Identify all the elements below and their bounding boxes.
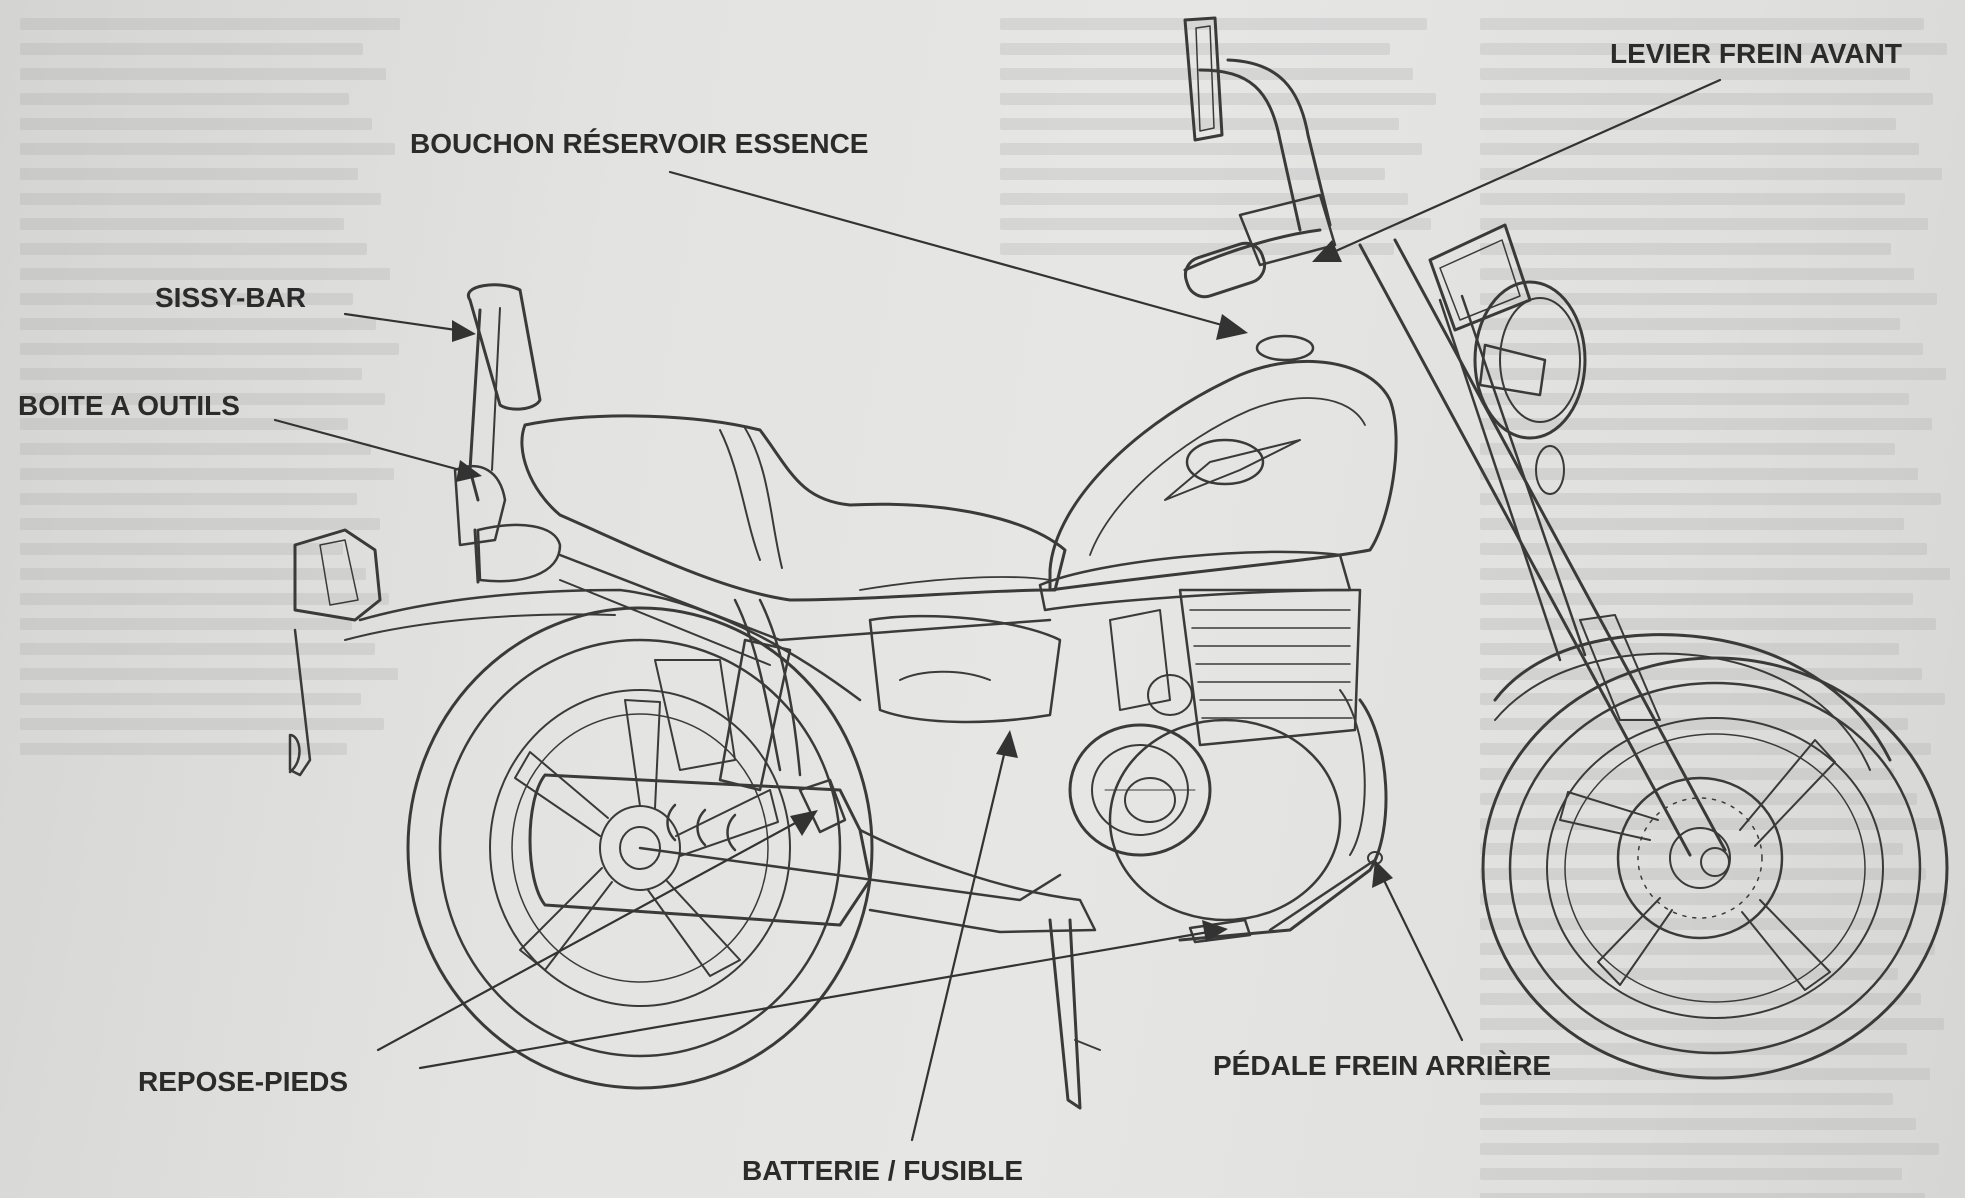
ghost-line bbox=[20, 218, 344, 230]
ghost-line bbox=[1480, 343, 1923, 355]
ghost-line bbox=[20, 318, 376, 330]
ghost-line bbox=[1480, 1068, 1930, 1080]
ghost-line bbox=[20, 743, 347, 755]
ghost-line bbox=[1480, 1118, 1916, 1130]
label-front-brake-lever: LEVIER FREIN AVANT bbox=[1610, 38, 1902, 69]
ghost-line bbox=[1480, 443, 1895, 455]
label-tool-box: BOITE A OUTILS bbox=[18, 390, 240, 421]
ghost-line bbox=[1480, 318, 1900, 330]
ghost-line bbox=[1480, 993, 1921, 1005]
ghost-line bbox=[1480, 43, 1947, 55]
ghost-line bbox=[20, 493, 357, 505]
ghost-line bbox=[20, 143, 395, 155]
ghost-line bbox=[20, 368, 362, 380]
engine bbox=[1048, 588, 1388, 1110]
ghost-line bbox=[1480, 1143, 1939, 1155]
ghost-line bbox=[1000, 43, 1390, 55]
ghost-line bbox=[1480, 368, 1946, 380]
ghost-line bbox=[20, 718, 384, 730]
ghost-line bbox=[1480, 918, 1912, 930]
label-sissy-bar: SISSY-BAR bbox=[155, 282, 306, 313]
ghost-line bbox=[1480, 743, 1931, 755]
ghost-line bbox=[1480, 568, 1950, 580]
exhaust bbox=[528, 773, 1097, 934]
fuel-tank bbox=[1038, 334, 1398, 612]
ghost-line bbox=[1480, 543, 1927, 555]
ghost-line bbox=[20, 193, 381, 205]
ghost-line bbox=[1480, 418, 1932, 430]
ghost-line bbox=[1480, 168, 1942, 180]
ghost-line bbox=[20, 268, 390, 280]
ghost-line bbox=[1480, 68, 1910, 80]
ghost-line bbox=[20, 568, 366, 580]
frame bbox=[558, 553, 1062, 902]
ghost-line bbox=[20, 43, 363, 55]
front-fork bbox=[1183, 16, 1727, 857]
ghost-line bbox=[20, 393, 385, 405]
ghost-line bbox=[1480, 1193, 1925, 1198]
ghost-line bbox=[20, 618, 352, 630]
ghost-line bbox=[1480, 493, 1941, 505]
ghost-line bbox=[20, 643, 375, 655]
ghost-line bbox=[20, 543, 343, 555]
ghost-line bbox=[20, 118, 372, 130]
ghost-line bbox=[1480, 18, 1924, 30]
ghost-line bbox=[20, 293, 353, 305]
ghost-line bbox=[1480, 893, 1949, 905]
label-rear-brake-pedal: PÉDALE FREIN ARRIÈRE bbox=[1213, 1050, 1552, 1081]
ghost-line bbox=[1480, 143, 1919, 155]
ghost-line bbox=[1480, 518, 1904, 530]
ghost-line bbox=[20, 518, 380, 530]
ghost-line bbox=[1480, 193, 1905, 205]
ghost-line bbox=[1480, 268, 1914, 280]
ghost-line bbox=[1480, 243, 1891, 255]
ghost-line bbox=[1000, 243, 1394, 255]
ghost-line bbox=[20, 668, 398, 680]
ghost-line bbox=[20, 418, 348, 430]
ghost-line bbox=[1480, 1043, 1907, 1055]
ghost-line bbox=[20, 243, 367, 255]
ghost-line bbox=[20, 468, 394, 480]
ghost-line bbox=[20, 593, 389, 605]
ghost-line bbox=[20, 693, 361, 705]
ghost-line bbox=[1480, 93, 1933, 105]
ghost-line bbox=[20, 18, 400, 30]
ghost-line bbox=[1480, 693, 1945, 705]
ghost-line bbox=[1480, 468, 1918, 480]
ghost-line bbox=[1480, 218, 1928, 230]
front-wheel bbox=[1481, 633, 1949, 1080]
ghost-line bbox=[1480, 1168, 1902, 1180]
ghost-line bbox=[1480, 1093, 1893, 1105]
ghost-line bbox=[20, 93, 349, 105]
ghost-line bbox=[1000, 218, 1431, 230]
ghost-line bbox=[1480, 843, 1903, 855]
ghost-line bbox=[1480, 618, 1936, 630]
ghost-line bbox=[1000, 93, 1436, 105]
ghost-line bbox=[1000, 193, 1408, 205]
ghost-line bbox=[1000, 68, 1413, 80]
ghost-line bbox=[1480, 393, 1909, 405]
ghost-line bbox=[1480, 118, 1896, 130]
ghost-line bbox=[20, 343, 399, 355]
label-fuel-cap: BOUCHON RÉSERVOIR ESSENCE bbox=[410, 128, 869, 159]
ghost-line bbox=[1480, 718, 1908, 730]
ghost-line bbox=[1000, 18, 1427, 30]
ghost-line bbox=[1480, 868, 1926, 880]
label-footrests: REPOSE-PIEDS bbox=[138, 1066, 349, 1097]
ghost-line bbox=[1480, 768, 1894, 780]
ghost-line bbox=[20, 68, 386, 80]
ghost-line bbox=[1480, 293, 1937, 305]
seat bbox=[520, 414, 1067, 602]
ghost-line bbox=[20, 443, 371, 455]
ghost-line bbox=[1000, 143, 1422, 155]
rear-wheel bbox=[406, 606, 874, 1090]
label-battery-fuse: BATTERIE / FUSIBLE bbox=[742, 1155, 1024, 1186]
ghost-line bbox=[20, 168, 358, 180]
callout-arrows bbox=[273, 78, 1722, 1142]
